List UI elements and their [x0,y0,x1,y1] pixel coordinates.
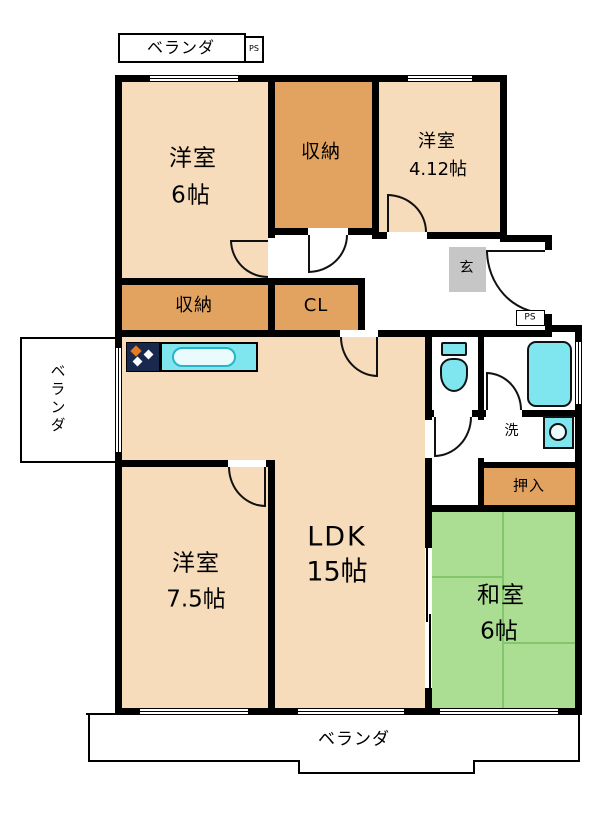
wall [575,325,582,715]
window [408,75,472,82]
sliding-door-leaf [426,548,428,622]
wall [500,235,552,242]
door-opening [308,228,348,235]
door-opening [434,410,472,417]
ldk-size: 15帖 [306,556,368,588]
door-opening [340,330,378,337]
door-arc-bath [486,372,522,410]
balcony-rail-segment [86,713,117,715]
entrance-tile [449,247,486,292]
storage-mid-floor [115,278,275,337]
washing-machine-drum-icon [549,423,567,441]
door-opening [387,232,427,239]
door-opening [545,250,552,314]
balcony-top-label: ベランダ [146,38,216,57]
balcony-bottom-label: ベランダ [318,729,390,750]
wall [115,460,275,467]
door-arc-toilet [434,417,472,457]
ps-top-label: PS [249,44,259,53]
window [575,342,582,404]
wall [379,232,500,239]
sliding-door-leaf [429,614,431,688]
wall [478,462,582,468]
oshiire-label: 押入 [512,476,546,495]
kitchen-sink [172,347,236,367]
ldk-name: LDK [307,521,367,553]
wall [372,82,379,239]
window [140,708,248,715]
room-west412-name: 洋室 [418,131,456,152]
wall [268,285,275,337]
room-west6-name: 洋室 [169,145,217,172]
room-west75-name: 洋室 [172,550,220,577]
bathtub [527,341,572,407]
wall [425,505,582,512]
room-japanese-size: 6帖 [480,618,518,645]
storage-top-floor [268,75,379,235]
door-arc-storage-top [308,235,348,273]
entrance-label: 玄 [459,260,475,276]
window [440,708,558,715]
room-west75-size: 7.5帖 [166,586,226,613]
wall [268,460,275,715]
wall [545,325,582,332]
window [298,708,404,715]
pipe-space-top [244,36,264,63]
wall [115,330,432,337]
pipe-space-right [516,310,545,326]
door-opening [268,238,275,278]
door-opening [425,420,432,458]
door-opening [486,410,522,417]
closet-cl-floor [268,278,365,337]
wall [425,330,432,715]
toilet-tank [441,342,467,356]
tatami-line [502,512,504,708]
tatami-line [504,642,575,644]
room-west6-size: 6帖 [171,182,211,209]
tatami-line [432,576,502,578]
toilet-bowl [440,358,468,392]
wall [115,75,507,82]
kitchen-stove [126,342,160,372]
wall [425,330,552,337]
window [115,348,122,452]
balcony-bottom-step [298,760,475,774]
washroom-label: 洗 [504,423,520,439]
window [150,75,238,82]
storage-top-label: 収納 [300,140,342,163]
wall [358,278,365,337]
balcony-left-label: ベランダ [48,363,67,435]
door-opening [228,460,266,467]
balcony-top [118,33,246,63]
storage-mid-label: 収納 [175,295,213,316]
oshiire-floor [478,462,582,512]
door-opening [478,420,484,458]
wall [115,278,365,285]
wall [500,75,507,242]
room-japanese-name: 和室 [477,582,525,609]
ps-right-label: PS [524,312,536,323]
balcony-left [20,337,115,463]
closet-label: CL [303,295,329,316]
room-west412-size: 4.12帖 [408,159,468,180]
wall [268,82,275,285]
sliding-door-opening [425,548,432,688]
door-arc-entrance [486,250,545,314]
